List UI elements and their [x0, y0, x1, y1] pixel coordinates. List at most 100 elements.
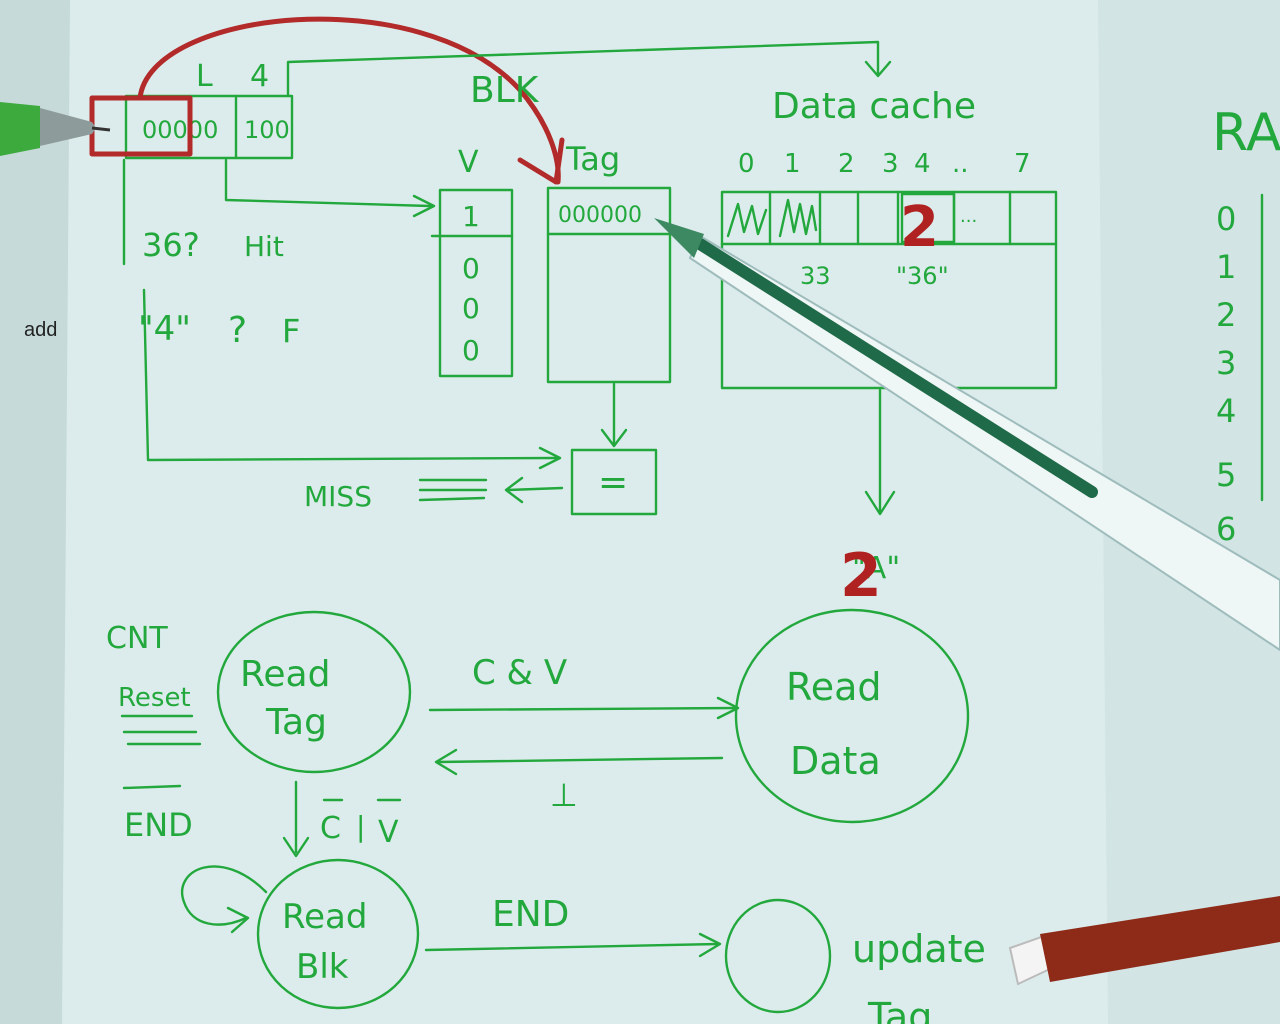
read-blk-self-loop	[181, 865, 268, 926]
read-data-line-1: Read	[786, 665, 881, 709]
read-data-line-2: Data	[790, 739, 881, 783]
data-cache-cell-dividers	[768, 190, 1012, 246]
cache-output-arrow-head	[864, 490, 896, 516]
update-tag-line-2: Tag	[867, 995, 932, 1024]
state-read-data	[734, 608, 970, 824]
read-tag-line-1: Read	[240, 654, 330, 695]
red-marker	[1008, 896, 1280, 986]
valid-bit-table	[438, 188, 514, 378]
cond-not-c: C	[320, 811, 341, 846]
valid-bit-row: 0	[462, 252, 480, 285]
state-update-tag	[724, 898, 832, 1014]
ram-row-index: 1	[1216, 248, 1236, 286]
transition-end-arrow	[424, 942, 720, 952]
ram-row-index: 6	[1216, 510, 1236, 548]
fsm-cnt-label: CNT	[106, 621, 168, 656]
valid-bit-row: 1	[462, 200, 480, 233]
note-36-question: 36?	[142, 226, 200, 264]
cond-c-and-v: C & V	[472, 653, 567, 693]
address-field-l-label: L	[196, 59, 213, 94]
transition-return-arrow-head	[434, 748, 458, 776]
cache-cell-note: ...	[960, 206, 977, 227]
handwritten-paper-sheet	[62, 0, 1110, 1024]
blk-label: BLK	[470, 70, 540, 111]
transition-cv-arrow-head	[716, 696, 740, 720]
cache-index-label: 1	[784, 149, 801, 179]
tag-column-header: Tag	[565, 140, 620, 178]
cond-not-v: V	[378, 815, 399, 850]
read-blk-line-2: Blk	[296, 947, 349, 987]
right-paper-sheet	[1098, 0, 1280, 1024]
printed-text-add: add	[24, 319, 57, 341]
read-tag-line-2: Tag	[265, 702, 327, 743]
fsm-reset-label: Reset	[118, 683, 191, 713]
cache-value-33: 33	[800, 262, 831, 290]
transition-cv-arrow	[428, 706, 738, 712]
cache-index-label: ..	[952, 149, 969, 179]
cache-value-36: "36"	[896, 262, 949, 290]
data-cache-title: Data cache	[772, 86, 976, 127]
ram-label: RAM	[1212, 103, 1280, 163]
offset-to-cache-line	[286, 40, 880, 98]
red-arrow-head	[517, 137, 565, 185]
cache-index-label: 3	[882, 149, 899, 179]
state-read-blk	[256, 858, 420, 1010]
scribbled-cell-1	[778, 198, 818, 238]
note-4-quoted: "4"	[138, 309, 191, 349]
cond-separator: |	[356, 810, 365, 843]
crossed-out-word	[418, 478, 488, 502]
valid-bit-row: 0	[462, 292, 480, 325]
scribbled-cell-0	[726, 202, 768, 238]
ram-row-index-list: 0 1 2 3 4 5 6	[1216, 200, 1236, 548]
red-output-overwrite: 2	[840, 541, 882, 611]
cache-index-label: 2	[838, 149, 855, 179]
ballpoint-pen-ink-tube	[694, 238, 1098, 498]
tag-table	[546, 186, 672, 384]
tag-first-value: 000000	[558, 203, 642, 228]
green-pen	[0, 102, 111, 156]
ram-row-index: 0	[1216, 200, 1236, 238]
ballpoint-pen-tip	[654, 218, 704, 258]
ram-row-index: 2	[1216, 296, 1236, 334]
address-bits-right: 100	[244, 116, 290, 144]
comparator-symbol: =	[598, 462, 628, 503]
miss-arrow	[506, 486, 564, 492]
transition-return-arrow	[436, 756, 724, 764]
ram-row-index: 3	[1216, 344, 1236, 382]
tag-bits-arrow-head	[538, 446, 562, 470]
read-blk-line-1: Read	[282, 897, 367, 937]
red-curved-arrow	[137, 16, 561, 185]
address-bits-left: 00000	[142, 116, 218, 144]
address-field-4-label: 4	[250, 59, 269, 94]
green-pen-tip	[40, 108, 96, 146]
self-loop-arrow-head	[226, 906, 250, 934]
transition-to-read-blk-head	[282, 836, 310, 858]
tag-bits-to-compare-line	[122, 158, 558, 462]
offset-arrow-head	[864, 60, 892, 78]
data-cache-index-labels: 0 1 2 3 4 .. 7	[738, 149, 1031, 179]
cond-perp: ⊥	[550, 776, 578, 814]
output-value: "A"	[852, 551, 900, 586]
cache-index-label: 4	[914, 149, 931, 179]
note-f: F	[282, 312, 300, 350]
ram-row-index: 4	[1216, 392, 1236, 430]
miss-arrow-head	[504, 476, 524, 504]
tag-to-compare-arrow-head	[600, 428, 628, 448]
valid-bit-row: 0	[462, 334, 480, 367]
green-pen-body	[0, 102, 40, 156]
red-cell-overwrite: 2	[900, 195, 939, 260]
note-question-mark: ?	[228, 310, 247, 351]
end-overbar	[122, 784, 182, 790]
transition-end-arrow-head	[698, 932, 722, 958]
valid-column-header: V	[458, 145, 479, 180]
tag-comparator	[570, 448, 658, 516]
clear-ballpoint-pen	[654, 218, 1280, 652]
index-to-valid-line	[224, 158, 432, 208]
index-arrow-head	[412, 194, 436, 218]
address-register	[124, 94, 294, 160]
note-hit: Hit	[244, 230, 284, 263]
red-marker-body	[1040, 896, 1280, 982]
ram-row-index: 5	[1216, 456, 1236, 494]
cond-end: END	[492, 894, 569, 935]
